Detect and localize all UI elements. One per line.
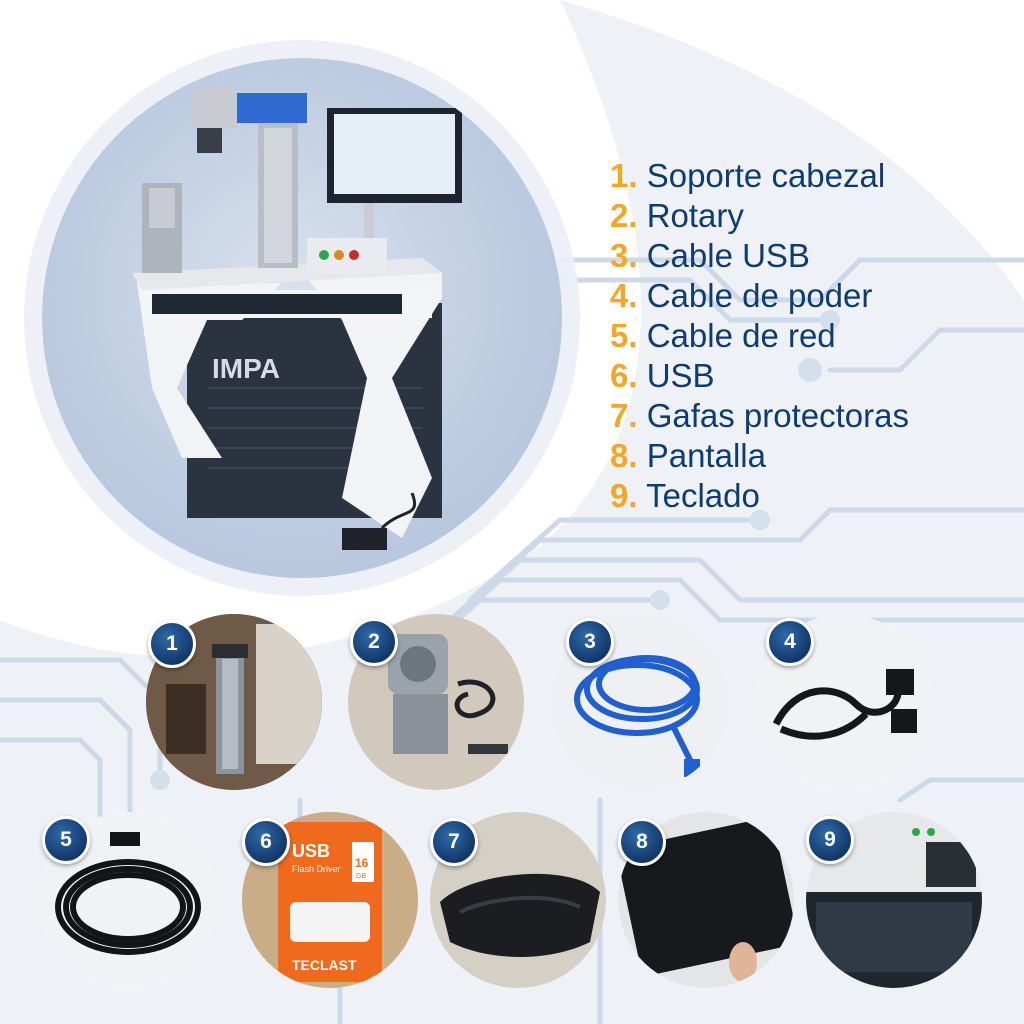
list-item: 4. Cable de poder [610, 277, 873, 314]
list-item: 9. Teclado [610, 477, 760, 514]
list-item: 5. Cable de red [610, 317, 836, 354]
badge-2: 2 [350, 618, 398, 666]
badge-7: 7 [430, 818, 478, 866]
parts-list: 1. Soporte cabezal 2. Rotary 3. Cable US… [610, 156, 909, 516]
usb-capacity-unit: GB [356, 873, 366, 880]
badge-4: 4 [766, 618, 814, 666]
list-item: 8. Pantalla [610, 437, 766, 474]
badge-5: 5 [42, 816, 90, 864]
badge-8: 8 [618, 818, 666, 866]
list-item: 6. USB [610, 357, 715, 394]
power-cable-photo [756, 614, 932, 790]
usb-subtitle: Flash Driver [292, 864, 341, 874]
list-item: 2. Rotary [610, 197, 744, 234]
monitor-screen-photo [618, 812, 794, 988]
badge-1: 1 [148, 620, 196, 668]
laser-machine-photo: IMPA [42, 58, 562, 578]
badge-9: 9 [806, 816, 854, 864]
badge-3: 3 [566, 618, 614, 666]
list-item: 7. Gafas protectoras [610, 397, 909, 434]
network-cable-photo [552, 614, 728, 790]
list-item: 1. Soporte cabezal [610, 157, 886, 194]
machine-logo: IMPA [212, 353, 280, 384]
usb-brand: TECLAST [292, 957, 357, 973]
protective-glasses-photo [430, 812, 606, 988]
list-item: 3. Cable USB [610, 237, 810, 274]
badge-6: 6 [242, 818, 290, 866]
usb-title: USB [292, 841, 330, 861]
usb-capacity: 16 [355, 856, 369, 870]
